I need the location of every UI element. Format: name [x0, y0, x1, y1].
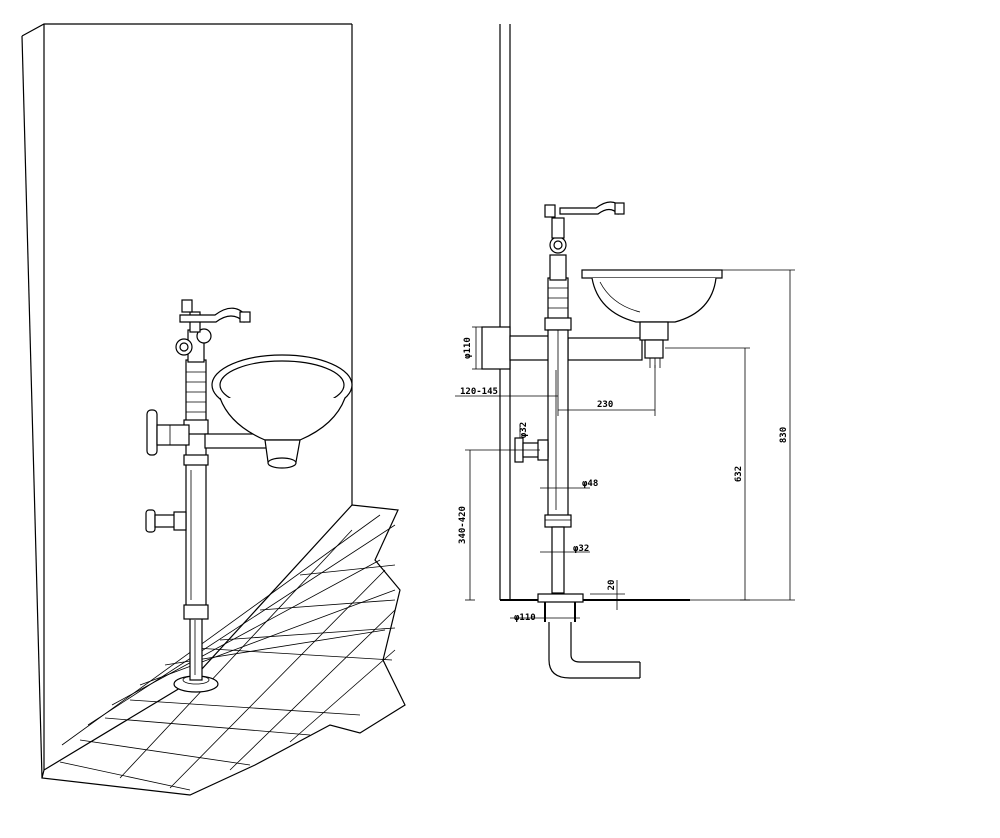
dim-floor-gap: 20	[607, 580, 617, 591]
wall-flange-elevation	[481, 326, 643, 370]
valve-spout-perspective	[175, 299, 251, 363]
dim-pipe-dia: φ48	[582, 479, 598, 489]
dim-floor-drain-dia: φ110	[514, 613, 536, 623]
dim-sink-projection: 230	[597, 400, 613, 410]
perspective-view	[21, 23, 406, 796]
dim-total-height: 830	[779, 427, 789, 443]
dimension-lines	[455, 269, 795, 619]
dim-outlet-height: 632	[734, 466, 744, 482]
floor-tiles	[41, 504, 406, 796]
dim-drain-pipe-dia: φ32	[573, 544, 589, 554]
dim-wall-flange-dia: φ110	[463, 337, 473, 359]
sink-bowl-perspective	[211, 354, 353, 469]
vertical-pipe-elevation	[544, 277, 572, 594]
dim-inlet-height: 340-420	[458, 506, 468, 544]
floor-drain-elevation	[537, 593, 641, 679]
wall-elevation	[499, 24, 690, 601]
dim-side-inlet-dia: φ32	[519, 422, 529, 438]
dimension-labels: φ110 120-145 230 φ32 φ48 φ32 340-420 632…	[458, 337, 789, 623]
wall-perspective	[21, 23, 353, 779]
valve-spout-elevation	[544, 201, 625, 281]
vertical-pipe-perspective	[183, 359, 209, 681]
elevation-view: φ110 120-145 230 φ32 φ48 φ32 340-420 632…	[455, 24, 795, 679]
sink-elevation	[581, 269, 723, 368]
inlet-perspective	[145, 509, 187, 533]
dim-wall-offset: 120-145	[460, 387, 498, 397]
